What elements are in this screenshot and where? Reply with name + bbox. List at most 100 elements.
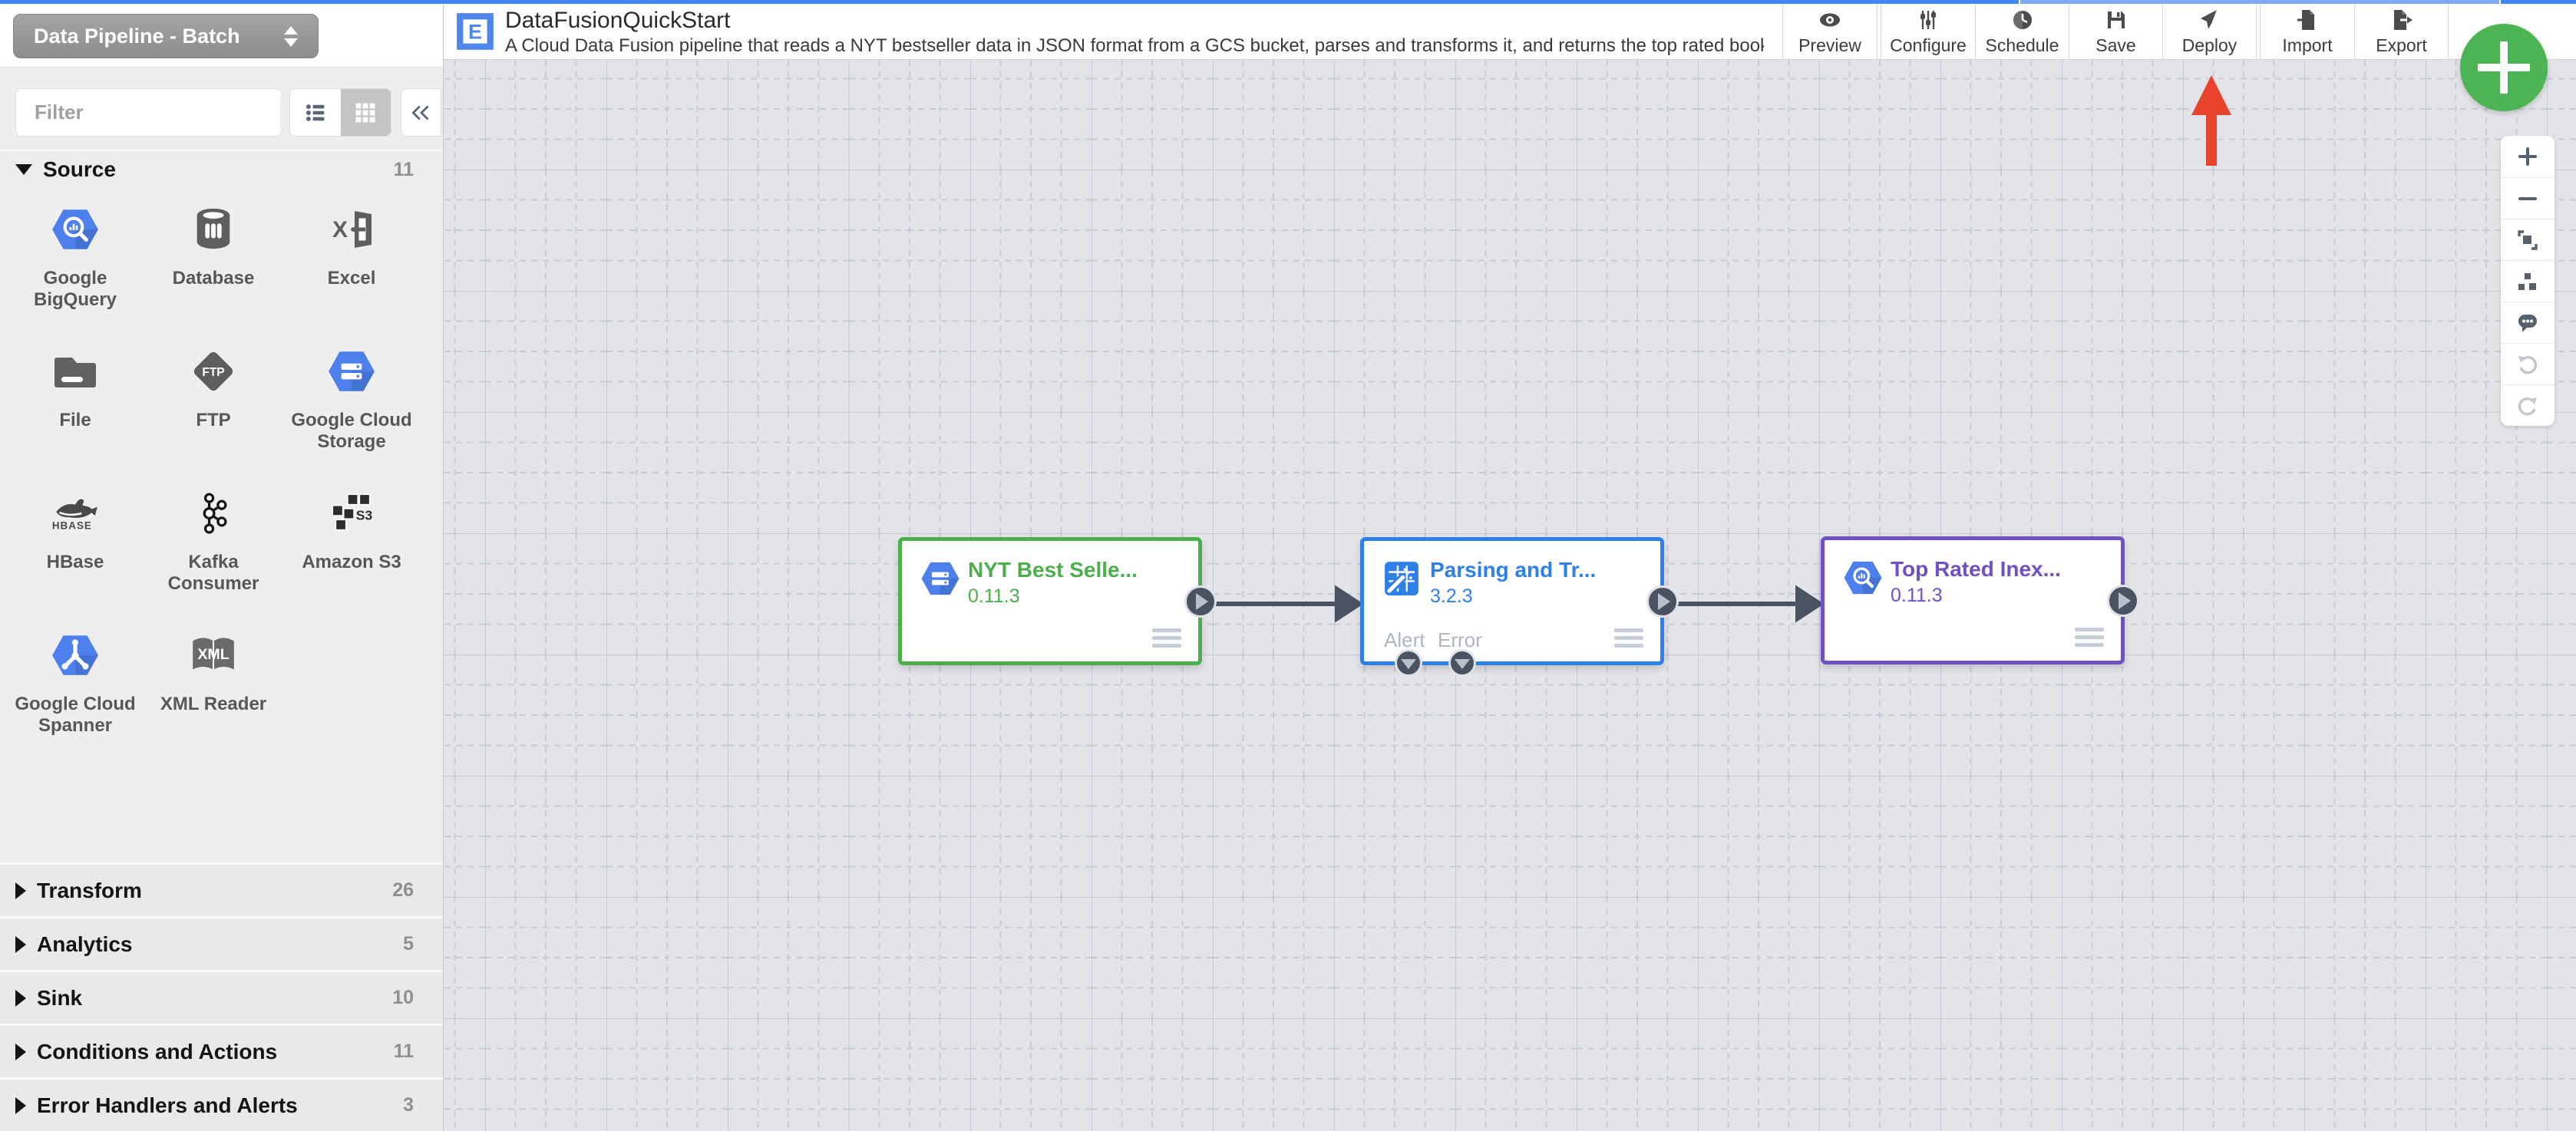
plugin-item-ftp[interactable]: FTP FTP — [144, 336, 282, 478]
output-port[interactable] — [2107, 584, 2139, 617]
sidebar-collapse-button[interactable] — [401, 88, 441, 137]
svg-text:HBASE: HBASE — [52, 520, 92, 532]
floppy-icon — [2107, 11, 2125, 28]
caret-right-icon — [15, 1096, 26, 1114]
top-scrollbar-thumb[interactable] — [2019, 0, 2501, 4]
pipeline-description: A Cloud Data Fusion pipeline that reads … — [505, 35, 1764, 56]
minus-icon — [2518, 196, 2537, 200]
export-button[interactable]: Export — [2354, 4, 2448, 60]
plugin-label: FTP — [196, 410, 231, 430]
output-port[interactable] — [1184, 585, 1217, 618]
hbase-icon: HBASE — [48, 484, 102, 542]
svg-text:E: E — [468, 20, 482, 43]
deploy-hint-arrow — [2191, 75, 2231, 167]
sliders-icon — [1920, 10, 1936, 29]
canvas-toolbar — [2501, 136, 2555, 426]
comments-button[interactable] — [2501, 302, 2555, 343]
import-button[interactable]: Import — [2261, 4, 2354, 60]
schedule-button[interactable]: Schedule — [1975, 4, 2069, 60]
kafka-icon — [191, 484, 236, 542]
section-header-conditions-and-actions[interactable]: Conditions and Actions 11 — [0, 1024, 443, 1077]
preview-button[interactable]: Preview — [1783, 4, 1877, 60]
plugin-item-kafka[interactable]: Kafka Consumer — [144, 478, 282, 620]
plugin-item-database[interactable]: Database — [144, 194, 282, 336]
node-menu-button[interactable] — [1614, 625, 1643, 648]
plugin-item-hbase[interactable]: HBASE HBase — [6, 478, 144, 620]
node-menu-button[interactable] — [1152, 625, 1181, 648]
eye-icon — [1820, 13, 1840, 26]
section-label: Error Handlers and Alerts — [37, 1093, 298, 1117]
plugin-item-bigquery[interactable]: Google BigQuery — [6, 194, 144, 336]
save-button[interactable]: Save — [2069, 4, 2162, 60]
pipeline-type-select[interactable]: Data Pipeline - Batch — [13, 14, 319, 58]
excel-icon: X — [327, 200, 376, 259]
port-arrow-icon — [1401, 659, 1416, 669]
section-header-analytics[interactable]: Analytics 5 — [0, 916, 443, 970]
plugin-item-spanner[interactable]: Google Cloud Spanner — [6, 620, 144, 762]
list-view-button[interactable] — [290, 89, 341, 136]
plugin-label: XML Reader — [160, 694, 267, 714]
caret-right-icon — [15, 882, 26, 899]
undo-button[interactable] — [2501, 343, 2555, 384]
header-actions: Preview Configure — [1782, 4, 2449, 60]
caret-right-icon — [15, 989, 26, 1007]
filter-input[interactable] — [15, 88, 282, 137]
configure-button[interactable]: Configure — [1881, 4, 1975, 60]
gcs-icon — [921, 562, 959, 595]
svg-text:X: X — [332, 217, 348, 242]
bigquery-icon — [1844, 561, 1882, 595]
plugin-item-xml[interactable]: XML XML Reader — [144, 620, 282, 762]
plugin-label: File — [59, 410, 91, 430]
database-icon — [190, 200, 237, 259]
auto-align-button[interactable] — [2501, 260, 2555, 302]
section-header-transform[interactable]: Transform 26 — [0, 862, 443, 916]
grid-view-button[interactable] — [340, 89, 391, 136]
node-menu-button[interactable] — [2075, 624, 2104, 647]
node-title: Parsing and Tr... — [1430, 558, 1597, 582]
svg-text:XML: XML — [197, 646, 229, 663]
deploy-button[interactable]: Deploy — [2162, 4, 2256, 60]
node-title: NYT Best Selle... — [968, 558, 1138, 582]
import-icon — [2297, 9, 2314, 30]
button-label: Deploy — [2181, 35, 2237, 55]
plugin-item-excel[interactable]: X Excel — [282, 194, 421, 336]
error-port[interactable] — [1448, 649, 1476, 677]
plugin-label: Database — [172, 268, 255, 289]
output-port[interactable] — [1646, 585, 1679, 618]
node-parsing-and-transform[interactable]: Parsing and Tr... 3.2.3 Alert Error — [1360, 537, 1679, 677]
pipeline-canvas[interactable]: NYT Best Selle... 0.11.3 Parsing and Tr.… — [444, 60, 2576, 1131]
gcs-icon — [325, 342, 378, 401]
redo-button[interactable] — [2501, 384, 2555, 426]
plugin-item-file[interactable]: File — [6, 336, 144, 478]
list-icon — [305, 104, 325, 121]
button-label: Configure — [1890, 35, 1967, 55]
node-version: 0.11.3 — [968, 585, 1020, 607]
undo-icon — [2518, 355, 2538, 374]
section-header-source[interactable]: Source 11 — [0, 150, 443, 188]
plus-icon — [2518, 147, 2537, 166]
plugin-item-gcs[interactable]: Google Cloud Storage — [282, 336, 421, 478]
section-header-error-handlers[interactable]: Error Handlers and Alerts 3 — [0, 1077, 443, 1131]
zoom-out-button[interactable] — [2501, 177, 2555, 219]
collapsed-sections: Transform 26 Analytics 5 Sink 10 Conditi… — [0, 862, 443, 1131]
node-version: 0.11.3 — [1891, 585, 1943, 606]
caret-down-icon — [15, 164, 32, 175]
node-top-rated-inexpensive[interactable]: Top Rated Inex... 0.11.3 — [1821, 536, 2139, 664]
section-count: 10 — [392, 987, 414, 1008]
plugin-label: Google Cloud Storage — [291, 410, 412, 452]
s3-icon: S3 — [325, 484, 378, 542]
add-pipeline-fab[interactable] — [2460, 24, 2548, 111]
section-header-sink[interactable]: Sink 10 — [0, 970, 443, 1024]
button-label: Save — [2095, 35, 2136, 55]
plugin-label: Excel — [327, 268, 376, 289]
zoom-in-button[interactable] — [2501, 136, 2555, 177]
node-nyt-best-sellers[interactable]: NYT Best Selle... 0.11.3 — [898, 537, 1217, 665]
wrangler-icon — [1385, 562, 1418, 595]
select-spinner-icon — [284, 25, 298, 47]
plugin-label: Kafka Consumer — [167, 552, 259, 594]
fit-to-screen-button[interactable] — [2501, 219, 2555, 260]
plugin-item-s3[interactable]: S3 Amazon S3 — [282, 478, 421, 620]
alert-port-label: Alert — [1384, 628, 1425, 651]
alert-port[interactable] — [1395, 649, 1422, 677]
